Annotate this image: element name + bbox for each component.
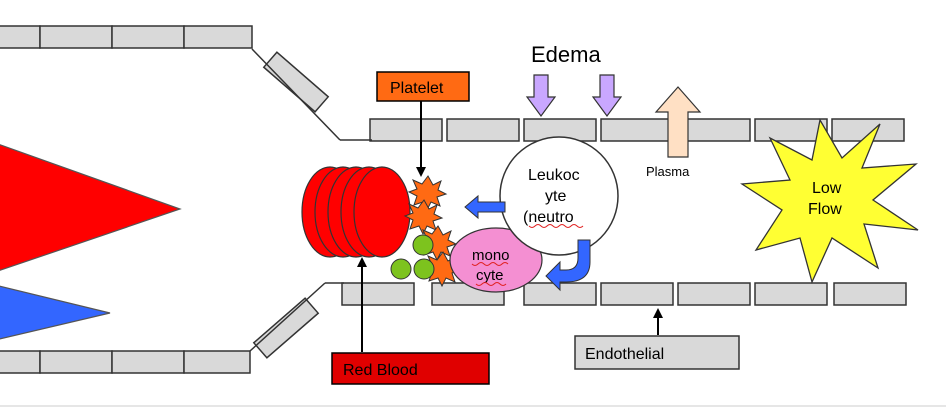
- edema-down-arrow-icon: [591, 74, 623, 118]
- low-flow-burst-icon: [740, 118, 919, 284]
- vessel-lumen-lines: [249, 48, 372, 352]
- red-blood-cells: [301, 166, 411, 258]
- edema-label: Edema: [531, 42, 601, 67]
- endothelial-cell: [111, 350, 185, 374]
- granule: [412, 234, 434, 256]
- endothelial-cell: [754, 118, 828, 142]
- upper-left-wall: [0, 25, 330, 113]
- endothelial-cell: [39, 25, 113, 49]
- leukocyte-label-line3: (neutro: [523, 209, 574, 226]
- endothelial-cell: [111, 25, 185, 49]
- low-flow-label-line2: Flow: [808, 201, 842, 218]
- endothelial-cell: [754, 282, 828, 306]
- endothelial-cell: [252, 297, 320, 359]
- endothelial-cell: [446, 118, 520, 142]
- red-blood-label: Red Blood: [343, 362, 418, 379]
- granule: [413, 258, 435, 280]
- endothelial-cell: [341, 282, 415, 306]
- red-blood-label-box: [331, 352, 490, 385]
- monocyte-label-line2: cyte: [476, 267, 504, 284]
- platelet-burst-icon: [407, 175, 448, 212]
- platelet-label: Platelet: [390, 80, 444, 97]
- granulocytes: [390, 234, 435, 280]
- platelet-bursts: [403, 175, 463, 288]
- lower-left-wall: [0, 297, 320, 374]
- granule: [390, 258, 412, 280]
- endothelial-cell: [600, 282, 674, 306]
- endothelial-cell: [183, 350, 251, 374]
- leukocyte-migration-arrow-icon: [464, 194, 506, 220]
- diapedesis-curved-arrow-icon: [545, 239, 591, 292]
- endothelial-cell: [677, 282, 751, 306]
- platelet-label-box: [376, 71, 470, 102]
- plasma-label: Plasma: [646, 164, 690, 179]
- endothelial-label-box: [574, 335, 740, 370]
- leukocyte-label-line1: Leukoc: [528, 167, 580, 184]
- low-flow-label-line1: Low: [812, 180, 842, 197]
- leukocyte-cell: [499, 136, 619, 256]
- blood-flow-small-arrow-icon: [0, 285, 111, 340]
- endothelial-cell: [183, 25, 253, 49]
- platelet-burst-icon: [403, 199, 444, 236]
- monocyte-cell: [449, 227, 543, 293]
- leukocyte-label-line2: yte: [545, 188, 566, 205]
- endothelial-cell: [600, 118, 674, 142]
- edema-down-arrow-icon: [525, 74, 557, 118]
- leukocyte-spellcheck-underline: [528, 224, 584, 228]
- endothelial-cell: [677, 118, 751, 142]
- plasma-up-arrow-icon: [654, 86, 702, 158]
- red-blood-cell: [353, 166, 411, 258]
- endothelial-cell: [0, 25, 41, 49]
- monocyte-spellcheck-underline: [471, 262, 509, 266]
- endothelial-cell: [262, 51, 330, 113]
- lower-right-wall: [341, 282, 907, 306]
- endothelial-cell: [833, 282, 907, 306]
- monocyte-spellcheck-underline: [475, 282, 507, 286]
- endothelial-cell: [0, 350, 41, 374]
- blood-flow-arrow-icon: [0, 144, 182, 271]
- monocyte-label-line1: mono: [472, 247, 510, 264]
- endothelial-label: Endothelial: [585, 346, 664, 363]
- endothelial-cell: [39, 350, 113, 374]
- endothelial-cell: [369, 118, 443, 142]
